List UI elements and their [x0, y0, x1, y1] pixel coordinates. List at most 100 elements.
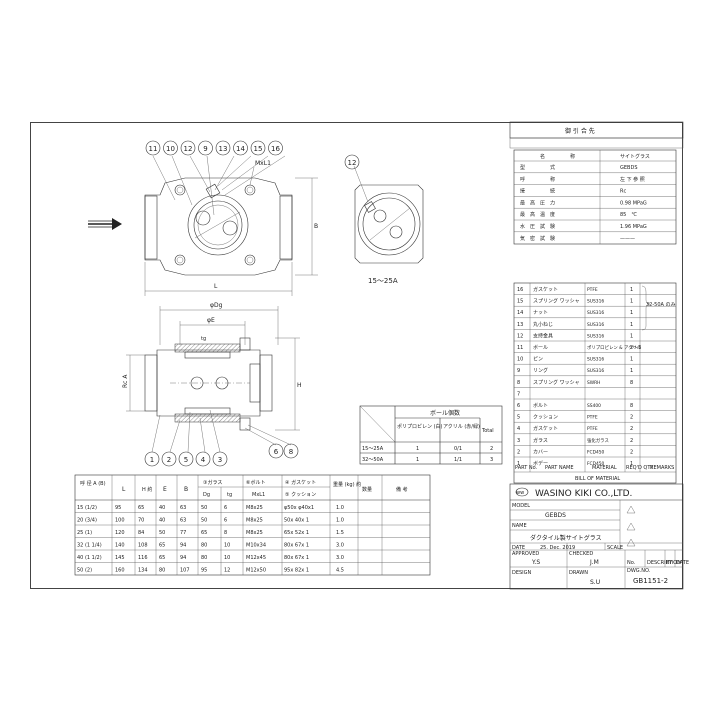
- bom-qty: 1: [630, 287, 633, 293]
- dim-table-header-glass: ③ガラス: [203, 479, 222, 486]
- bom-material: FCD450: [587, 461, 605, 467]
- balloon-13: 13: [215, 140, 231, 156]
- table-cell: 50: [201, 505, 207, 511]
- ball-table-cell: 3: [490, 457, 493, 463]
- table-cell: 40: [159, 518, 165, 524]
- ball-table-cell: 2: [490, 446, 493, 452]
- table-cell: 140: [115, 543, 125, 549]
- svg-text:15: 15: [254, 145, 263, 153]
- spec-value: ———: [620, 236, 635, 242]
- balloon-9: 9: [198, 140, 213, 156]
- dim-table-header-b: B: [184, 486, 188, 493]
- bom-name: ボデー: [533, 460, 548, 467]
- dim-b-label: B: [314, 223, 318, 230]
- balloon-15: 15: [250, 140, 266, 156]
- approved-value: Y.S: [531, 559, 540, 566]
- bom-no: 7: [517, 391, 520, 397]
- bom-qty: 1: [630, 322, 633, 328]
- balloon-1: 1: [144, 451, 160, 467]
- balloon-10: 10: [163, 140, 178, 156]
- balloon-16: 16: [268, 140, 283, 156]
- bom-footer-part-name: PART NAME: [545, 465, 574, 471]
- bolt-icon: [244, 184, 256, 196]
- bom-qty: 8: [630, 403, 633, 409]
- table-cell: 65x 52x 1: [284, 530, 309, 536]
- table-cell: 134: [138, 568, 148, 574]
- spec-label: 接 続: [520, 188, 555, 195]
- svg-text:6: 6: [274, 448, 279, 456]
- table-cell: 8: [224, 530, 227, 536]
- table-cell: 84: [138, 530, 144, 536]
- dim-table-header-size: 呼 径 A (B): [80, 480, 106, 487]
- ball-table-header-pp: ポリプロピレン (白): [397, 423, 443, 430]
- spec-value: 85 ℃: [620, 212, 637, 218]
- dim-dg-label: φDg: [210, 302, 223, 309]
- table-cell: 116: [138, 555, 148, 561]
- bom-material: SUS316: [587, 322, 604, 328]
- spec-label: 型 式: [520, 164, 555, 171]
- bom-name: ガスケット: [533, 425, 558, 432]
- table-cell: 120: [115, 530, 125, 536]
- balloon-side: 12: [344, 154, 360, 170]
- bom-material: PTFE: [587, 415, 598, 421]
- ball-table-cell: 0/1: [454, 446, 462, 452]
- table-cell: 63: [180, 518, 186, 524]
- top-view: B L MxL1: [88, 155, 318, 296]
- table-cell: 50: [159, 530, 165, 536]
- scale-label: SCALE: [607, 545, 623, 551]
- table-cell: 1.5: [336, 530, 344, 536]
- front-section-view: φDg φE tg H Rc A: [122, 302, 302, 453]
- table-cell: 3.0: [336, 555, 344, 561]
- rev-header-date: DATE: [676, 560, 689, 566]
- ball-table-cell: 15〜25A: [362, 446, 384, 452]
- date-label: DATE: [512, 545, 525, 551]
- bom-name: ガスケット: [533, 286, 558, 293]
- side-view: 15〜25A: [353, 165, 424, 285]
- spec-label: 気 密 試 験: [520, 235, 555, 242]
- svg-text:12: 12: [184, 145, 193, 153]
- dim-table-header-gasket: ④ ガスケット: [285, 479, 316, 486]
- bom-title: BILL OF MATERIAL: [575, 476, 620, 482]
- balloon-11: 11: [145, 140, 161, 156]
- balloon-3: 3: [212, 451, 228, 467]
- dim-tg-label: tg: [201, 336, 206, 342]
- bom-qty: 1: [630, 299, 633, 305]
- dim-table-header-remarks: 備 考: [396, 486, 408, 493]
- table-cell: M8x25: [246, 505, 263, 511]
- table-cell: 100: [115, 518, 125, 524]
- drawing-sheet: [30, 122, 683, 589]
- spec-value: GEBDS: [620, 165, 638, 171]
- dim-rc-label: Rc A: [122, 374, 129, 388]
- table-cell: 145: [115, 555, 125, 561]
- drawn-label: DRAWN: [569, 570, 588, 576]
- svg-text:4: 4: [201, 456, 206, 464]
- balloon-5: 5: [178, 451, 194, 467]
- balloon-4: 4: [195, 451, 211, 467]
- bom-material: 強化ガラス: [587, 437, 609, 444]
- bolt-icon: [244, 254, 256, 266]
- bom-qty: 2〜3: [630, 345, 641, 351]
- table-cell: M12x50: [246, 568, 266, 574]
- dim-table-header-mass: 重量 (kg) 約: [333, 481, 361, 488]
- bom-no: 3: [517, 438, 520, 444]
- svg-text:10: 10: [166, 145, 175, 153]
- table-cell: 10: [224, 543, 230, 549]
- side-view-label: 15〜25A: [368, 277, 398, 285]
- spec-row: 呼 称左 下 参 照: [520, 176, 645, 183]
- bom-no: 2: [517, 449, 520, 455]
- table-cell: 32 (1 1/4): [77, 543, 102, 549]
- svg-text:14: 14: [236, 145, 245, 153]
- title-block: ww WASINO KIKI CO.,LTD. MODEL GEBDS NAME…: [509, 483, 689, 590]
- spec-value: 左 下 参 照: [620, 176, 645, 183]
- balloon-6: 6: [268, 443, 284, 459]
- company-logo: ww: [515, 487, 529, 497]
- spec-value: Rc: [620, 189, 626, 195]
